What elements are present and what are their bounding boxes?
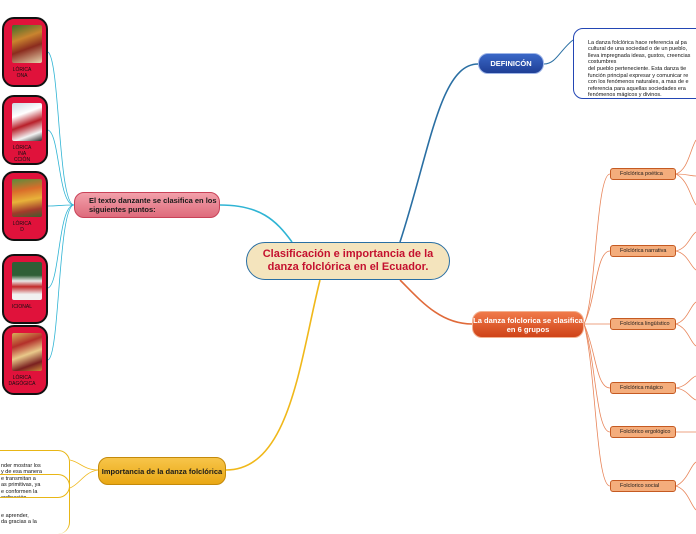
category-label: Folclórica mágico <box>620 385 663 391</box>
dance-photo-1 <box>12 25 42 63</box>
importancia-label: Importancia de la danza folclórica <box>102 467 222 476</box>
link-texto-danzante <box>220 205 292 242</box>
category-label: Folclorico social <box>620 483 659 489</box>
card-3[interactable]: LÓRICA D <box>2 171 48 241</box>
dance-photo-2 <box>12 103 42 141</box>
texto-danzante-node[interactable]: El texto danzante se clasifica en los si… <box>74 192 220 218</box>
card-caption: LÓRICA ONA <box>4 67 40 79</box>
card-2[interactable]: LÓRICA INA CCIÓN <box>2 95 48 165</box>
link-clasifica <box>400 280 472 324</box>
category-narrativa[interactable]: Folclórica narrativa <box>610 245 676 257</box>
category-social[interactable]: Folclorico social <box>610 480 676 492</box>
category-label: Folclórico ergológico <box>620 429 670 435</box>
clasifica-node[interactable]: La danza folclorica se clasifica en 6 gr… <box>472 311 584 338</box>
card-caption: LÓRICA DAGÓGICA <box>4 375 40 387</box>
link-definicion <box>400 64 478 242</box>
definicion-text-box[interactable]: La danza folclórica hace referencia al p… <box>573 28 696 99</box>
link-importancia <box>226 280 320 470</box>
dance-photo-5 <box>12 333 42 371</box>
central-topic-title: Clasificación e importancia de la danza … <box>257 248 439 274</box>
category-label: Folclórica lingüístico <box>620 321 670 327</box>
definicion-label: DEFINICÓN <box>490 59 531 68</box>
clasifica-label: La danza folclorica se clasifica en 6 gr… <box>473 316 583 334</box>
category-ergologico[interactable]: Folclórico ergológico <box>610 426 676 438</box>
link-definicion-text <box>544 40 573 64</box>
card-caption: LÓRICA D <box>4 221 40 233</box>
definicion-text: La danza folclórica hace referencia al p… <box>588 40 690 99</box>
card-1[interactable]: LÓRICA ONA <box>2 17 48 87</box>
card-5[interactable]: LÓRICA DAGÓGICA <box>2 325 48 395</box>
category-label: Folclórica poética <box>620 171 663 177</box>
card-caption: ICIONAL <box>4 304 40 310</box>
card-caption: LÓRICA INA CCIÓN <box>4 145 40 163</box>
dance-photo-3 <box>12 179 42 217</box>
links-cards <box>48 52 74 360</box>
card-4[interactable]: ICIONAL <box>2 254 48 324</box>
central-topic[interactable]: Clasificación e importancia de la danza … <box>246 242 450 280</box>
importancia-node[interactable]: Importancia de la danza folclórica <box>98 457 226 485</box>
definicion-node[interactable]: DEFINICÓN <box>478 53 544 74</box>
importancia-text-box-2[interactable]: e aprender, da gracias a la <box>0 474 70 534</box>
category-linguistico[interactable]: Folclórica lingüístico <box>610 318 676 330</box>
category-magico[interactable]: Folclórica mágico <box>610 382 676 394</box>
category-poetica[interactable]: Folclórica poética <box>610 168 676 180</box>
texto-danzante-label: El texto danzante se clasifica en los si… <box>89 196 219 214</box>
category-label: Folclórica narrativa <box>620 248 666 254</box>
dance-photo-4 <box>12 262 42 300</box>
